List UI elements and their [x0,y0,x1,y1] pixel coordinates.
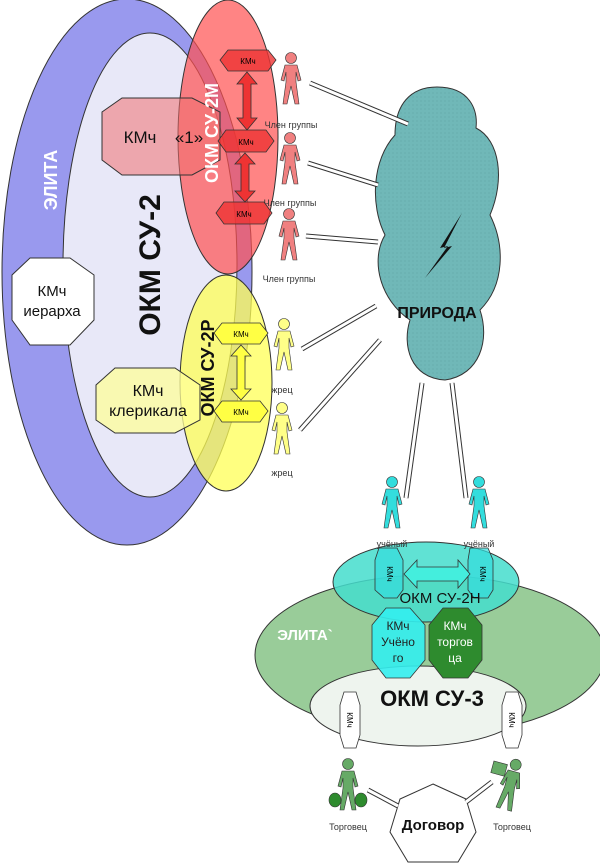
scientist-label-2: учёный [464,539,495,549]
okm-su2r-label: ОКМ СУ-2Р [198,320,218,417]
svg-text:го: го [393,651,404,665]
svg-text:КМч: КМч [233,408,248,417]
okm-su3-label: ОКМ СУ-3 [380,686,484,711]
okm-su2n-label: ОКМ СУ-2Н [399,590,480,607]
trader-label-left: Торговец [329,822,367,832]
member-figure-2 [279,132,301,185]
lightning-icon [425,213,462,278]
kmc-priest-1: КМч [213,322,269,345]
kmc-trader-main: КМч торгов ца [428,607,483,679]
svg-text:КМч: КМч [238,138,253,147]
kmc-hierarch-label-2: иерарха [23,303,81,320]
kmc-hierarch-label-1: КМч [38,283,67,300]
member-figure-1 [280,52,302,105]
trader-label-right: Торговец [493,822,531,832]
kmc-leader-label-2: «1» [175,128,203,147]
kmc-leader-label-1: КМч [124,128,157,147]
double-arrow-red-2 [234,152,256,203]
double-arrow-red-1 [236,71,258,131]
member-label-2: Член группы [264,198,317,208]
svg-text:КМч: КМч [236,210,251,219]
svg-text:Учёно: Учёно [381,635,415,649]
kmc-member-1: КМч [219,49,277,72]
box-icon [490,760,508,777]
nature-label: ПРИРОДА [397,305,477,322]
kmc-trader-right: КМч [501,691,523,749]
kmc-cleric-label-2: клерикала [109,403,187,420]
contract-label: Договор [402,817,465,834]
scientist-figure-2 [468,476,490,529]
svg-text:КМч: КМч [345,712,354,727]
member-label-3: Член группы [263,274,316,284]
member-figure-3 [278,208,300,261]
double-arrow-yellow [230,344,252,401]
priest-label-2: жрец [271,468,292,478]
nature-cloud: ПРИРОДА [374,86,501,381]
okm-su2m-label: ОКМ СУ-2М [202,83,222,183]
svg-text:КМч: КМч [478,566,487,581]
kmc-leader-octagon [101,97,221,176]
double-arrow-cyan [403,558,471,590]
kmc-hierarch-octagon [11,257,95,346]
kmc-cleric-label-1: КМч [133,383,164,400]
contract-arrows [366,780,494,809]
member-label-1: Член группы [265,120,318,130]
priest-label-1: жрец [271,385,292,395]
scientist-figure-1 [381,476,403,529]
svg-text:КМч: КМч [240,57,255,66]
kmc-priest-2: КМч [213,400,269,423]
elite-label: ЭЛИТА [41,150,61,211]
money-bag-icon [354,792,368,808]
kmc-trader-left: КМч [339,691,361,749]
okm-su2-label: ОКМ СУ-2 [134,194,167,336]
svg-text:КМч: КМч [386,619,409,633]
scientist-label-1: учёный [377,539,408,549]
trader-figure-left [328,758,368,811]
trader-figure-right [490,756,528,813]
svg-text:торгов: торгов [437,635,473,649]
kmc-scientist-1: КМч [374,547,404,599]
kmc-member-2: КМч [217,129,275,153]
priest-figure-1 [273,318,295,371]
svg-text:КМч: КМч [385,566,394,581]
elite2-label: ЭЛИТА` [277,627,332,644]
money-bag-icon [328,792,342,808]
svg-text:ца: ца [448,651,462,665]
priest-figure-2 [271,402,293,455]
svg-text:КМч: КМч [233,330,248,339]
kmc-cleric-octagon [95,367,201,434]
nature-arrows [298,80,469,499]
svg-text:КМч: КМч [443,619,466,633]
kmc-member-3: КМч [215,201,273,225]
kmc-scientist-2: КМч [467,547,494,599]
svg-text:КМч: КМч [507,712,516,727]
kmc-scientist-main: КМч Учёно го [371,607,426,679]
